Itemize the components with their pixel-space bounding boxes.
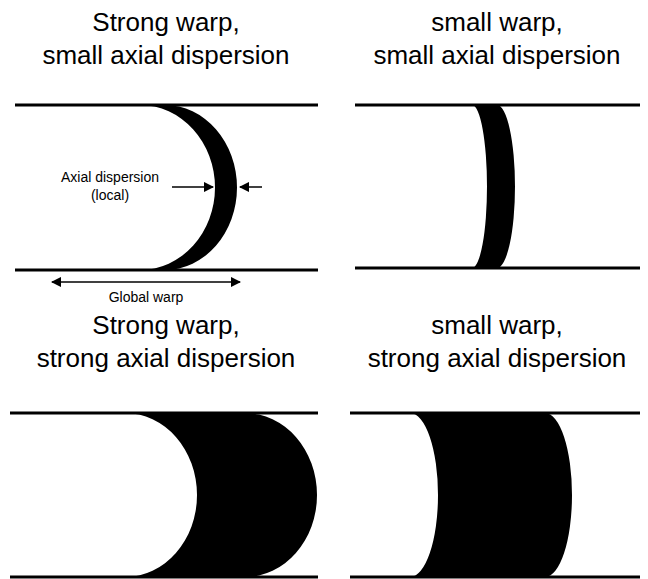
- crescent-band: [472, 105, 515, 268]
- dimension-arrow: [240, 186, 262, 188]
- dimension-label: Global warp: [66, 289, 226, 307]
- title-line: strong axial dispersion: [6, 342, 326, 375]
- tube-wall: [350, 576, 640, 579]
- title-line: small warp,: [347, 6, 647, 39]
- tube-wall: [15, 269, 318, 272]
- panel-title: small warp, small axial dispersion: [347, 6, 647, 71]
- crescent-band: [410, 413, 572, 577]
- crescent-band: [125, 413, 317, 577]
- title-line: Strong warp,: [6, 309, 326, 342]
- panel-title: Strong warp, strong axial dispersion: [6, 309, 326, 374]
- title-line: small axial dispersion: [6, 39, 326, 72]
- panel-title: Strong warp, small axial dispersion: [6, 6, 326, 71]
- panel-title: small warp, strong axial dispersion: [347, 309, 647, 374]
- tube-wall: [355, 267, 640, 270]
- title-line: strong axial dispersion: [347, 342, 647, 375]
- tube-wall: [10, 412, 318, 415]
- title-line: small axial dispersion: [347, 39, 647, 72]
- title-line: small warp,: [347, 309, 647, 342]
- title-line: Strong warp,: [6, 6, 326, 39]
- dimension-arrow: [172, 186, 213, 188]
- dimension-arrow: [52, 281, 240, 283]
- tube-wall: [10, 576, 318, 579]
- tube-wall: [15, 104, 318, 107]
- crescent-band: [140, 105, 237, 270]
- tube-wall: [350, 412, 640, 415]
- dimension-label: Axial dispersion (local): [51, 169, 169, 204]
- tube-wall: [355, 104, 640, 107]
